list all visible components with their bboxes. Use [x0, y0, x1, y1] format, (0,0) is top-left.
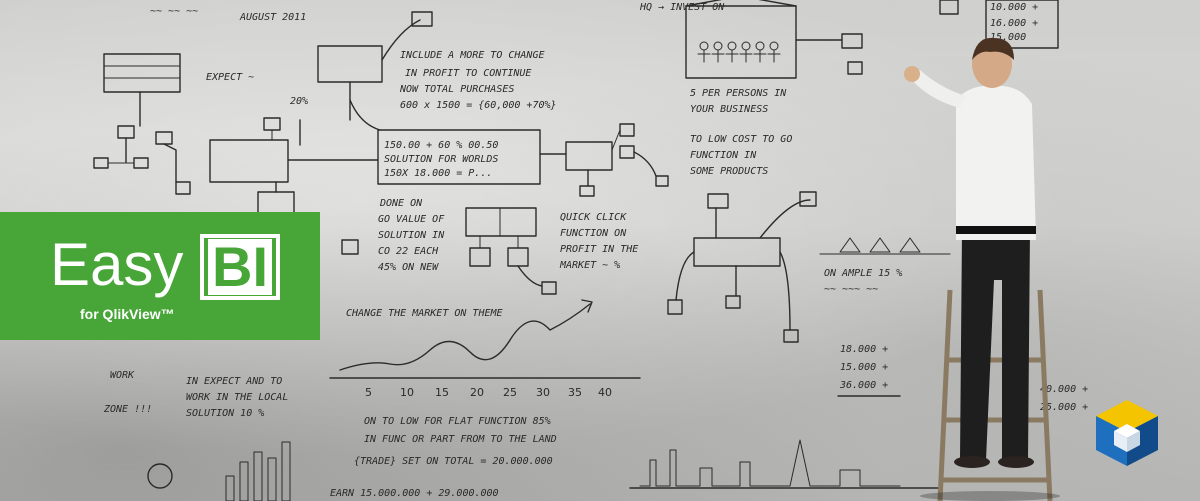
logo-word-easy: Easy — [50, 231, 184, 298]
svg-text:~~ ~~~ ~~: ~~ ~~~ ~~ — [824, 284, 878, 295]
svg-text:25.000 +: 25.000 + — [1040, 402, 1088, 413]
logo-bi-box: BI — [200, 234, 280, 300]
svg-text:20%: 20% — [290, 96, 308, 107]
svg-text:CHANGE THE MARKET ON THEME: CHANGE THE MARKET ON THEME — [346, 308, 503, 319]
svg-text:600 x 1500 = {60,000 +70%}: 600 x 1500 = {60,000 +70%} — [400, 100, 557, 111]
qlik-cube-icon — [1096, 400, 1158, 466]
svg-text:10.000 +: 10.000 + — [990, 2, 1038, 13]
svg-text:YOUR BUSINESS: YOUR BUSINESS — [690, 104, 768, 115]
svg-text:IN PROFIT TO CONTINUE: IN PROFIT TO CONTINUE — [405, 68, 531, 79]
sketch-main-box — [377, 129, 541, 185]
sketch-number: 15.000 + — [840, 362, 888, 373]
svg-text:40.000 +: 40.000 + — [1040, 384, 1088, 395]
sketch-box — [103, 53, 181, 93]
svg-text:INCLUDE A MORE TO CHANGE: INCLUDE A MORE TO CHANGE — [400, 50, 545, 61]
svg-text:PROFIT IN THE: PROFIT IN THE — [560, 244, 638, 255]
sketch-number: 18.000 + — [840, 344, 888, 355]
svg-text:TO LOW COST TO GO: TO LOW COST TO GO — [690, 134, 792, 145]
svg-text:CO 22 EACH: CO 22 EACH — [378, 246, 439, 257]
svg-text:45% ON NEW: 45% ON NEW — [378, 262, 439, 273]
sketch-earnings: EARN 15.000.000 + 29.000.000 — [330, 488, 499, 499]
axis-tick-label: 25 — [503, 386, 517, 399]
svg-text:SOLUTION IN: SOLUTION IN — [378, 230, 445, 241]
logo-subtitle: for QlikView™ — [80, 306, 175, 322]
axis-tick-label: 20 — [470, 386, 484, 399]
svg-text:5 PER PERSONS IN: 5 PER PERSONS IN — [690, 88, 787, 99]
svg-text:WORK: WORK — [110, 370, 135, 381]
axis-tick-label: 35 — [568, 386, 582, 399]
axis-tick-label: 15 — [435, 386, 449, 399]
axis-tick-label: 10 — [400, 386, 414, 399]
sketch-number: 36.000 + — [839, 380, 888, 391]
svg-text:QUICK CLICK: QUICK CLICK — [560, 212, 627, 223]
axis-tick-label: 5 — [365, 386, 372, 399]
axis-tick-label: 40 — [598, 386, 612, 399]
svg-text:SOLUTION 10 %: SOLUTION 10 % — [186, 408, 264, 419]
trend-line — [339, 303, 591, 371]
svg-text:ZONE !!!: ZONE !!! — [103, 404, 152, 415]
axis-tick-label: 30 — [536, 386, 550, 399]
svg-text:SOLUTION FOR WORLDS: SOLUTION FOR WORLDS — [384, 154, 498, 165]
sketch-people-box — [685, 5, 797, 79]
sketch-connector-box — [693, 237, 781, 267]
svg-text:HQ → INVEST ON: HQ → INVEST ON — [639, 2, 725, 13]
logo-bi-text: BI — [208, 239, 272, 295]
svg-text:~~ ~~ ~~: ~~ ~~ ~~ — [150, 6, 198, 17]
easybi-logo: Easy BI for QlikView™ — [0, 212, 320, 340]
sketch-date: AUGUST 2011 — [239, 12, 306, 23]
svg-text:NOW TOTAL PURCHASES: NOW TOTAL PURCHASES — [399, 84, 514, 95]
svg-text:150X 18.000 = P...: 150X 18.000 = P... — [384, 168, 492, 179]
businessman-figure — [904, 37, 1060, 501]
svg-text:ON AMPLE 15 %: ON AMPLE 15 % — [824, 268, 902, 279]
svg-text:DONE ON: DONE ON — [379, 198, 423, 209]
svg-text:150.00 + 60 % 00.50: 150.00 + 60 % 00.50 — [384, 140, 498, 151]
svg-text:ON TO LOW FOR FLAT FUNCTION 85: ON TO LOW FOR FLAT FUNCTION 85% — [364, 416, 551, 427]
svg-text:{TRADE} SET ON TOTAL = 20.000.: {TRADE} SET ON TOTAL = 20.000.000 — [354, 456, 553, 467]
svg-text:16.000 +: 16.000 + — [990, 18, 1038, 29]
svg-text:GO VALUE OF: GO VALUE OF — [378, 214, 445, 225]
svg-text:15.000: 15.000 — [990, 32, 1026, 43]
svg-text:IN EXPECT AND TO: IN EXPECT AND TO — [186, 376, 282, 387]
svg-text:SOME PRODUCTS: SOME PRODUCTS — [690, 166, 768, 177]
svg-text:FUNCTION ON: FUNCTION ON — [560, 228, 627, 239]
svg-text:WORK IN THE LOCAL: WORK IN THE LOCAL — [186, 392, 288, 403]
svg-text:MARKET ~ %: MARKET ~ % — [559, 260, 620, 271]
svg-text:FUNCTION IN: FUNCTION IN — [690, 150, 757, 161]
svg-text:EXPECT ~: EXPECT ~ — [206, 72, 254, 83]
svg-text:IN FUNC OR PART FROM TO THE LA: IN FUNC OR PART FROM TO THE LAND — [364, 434, 557, 445]
